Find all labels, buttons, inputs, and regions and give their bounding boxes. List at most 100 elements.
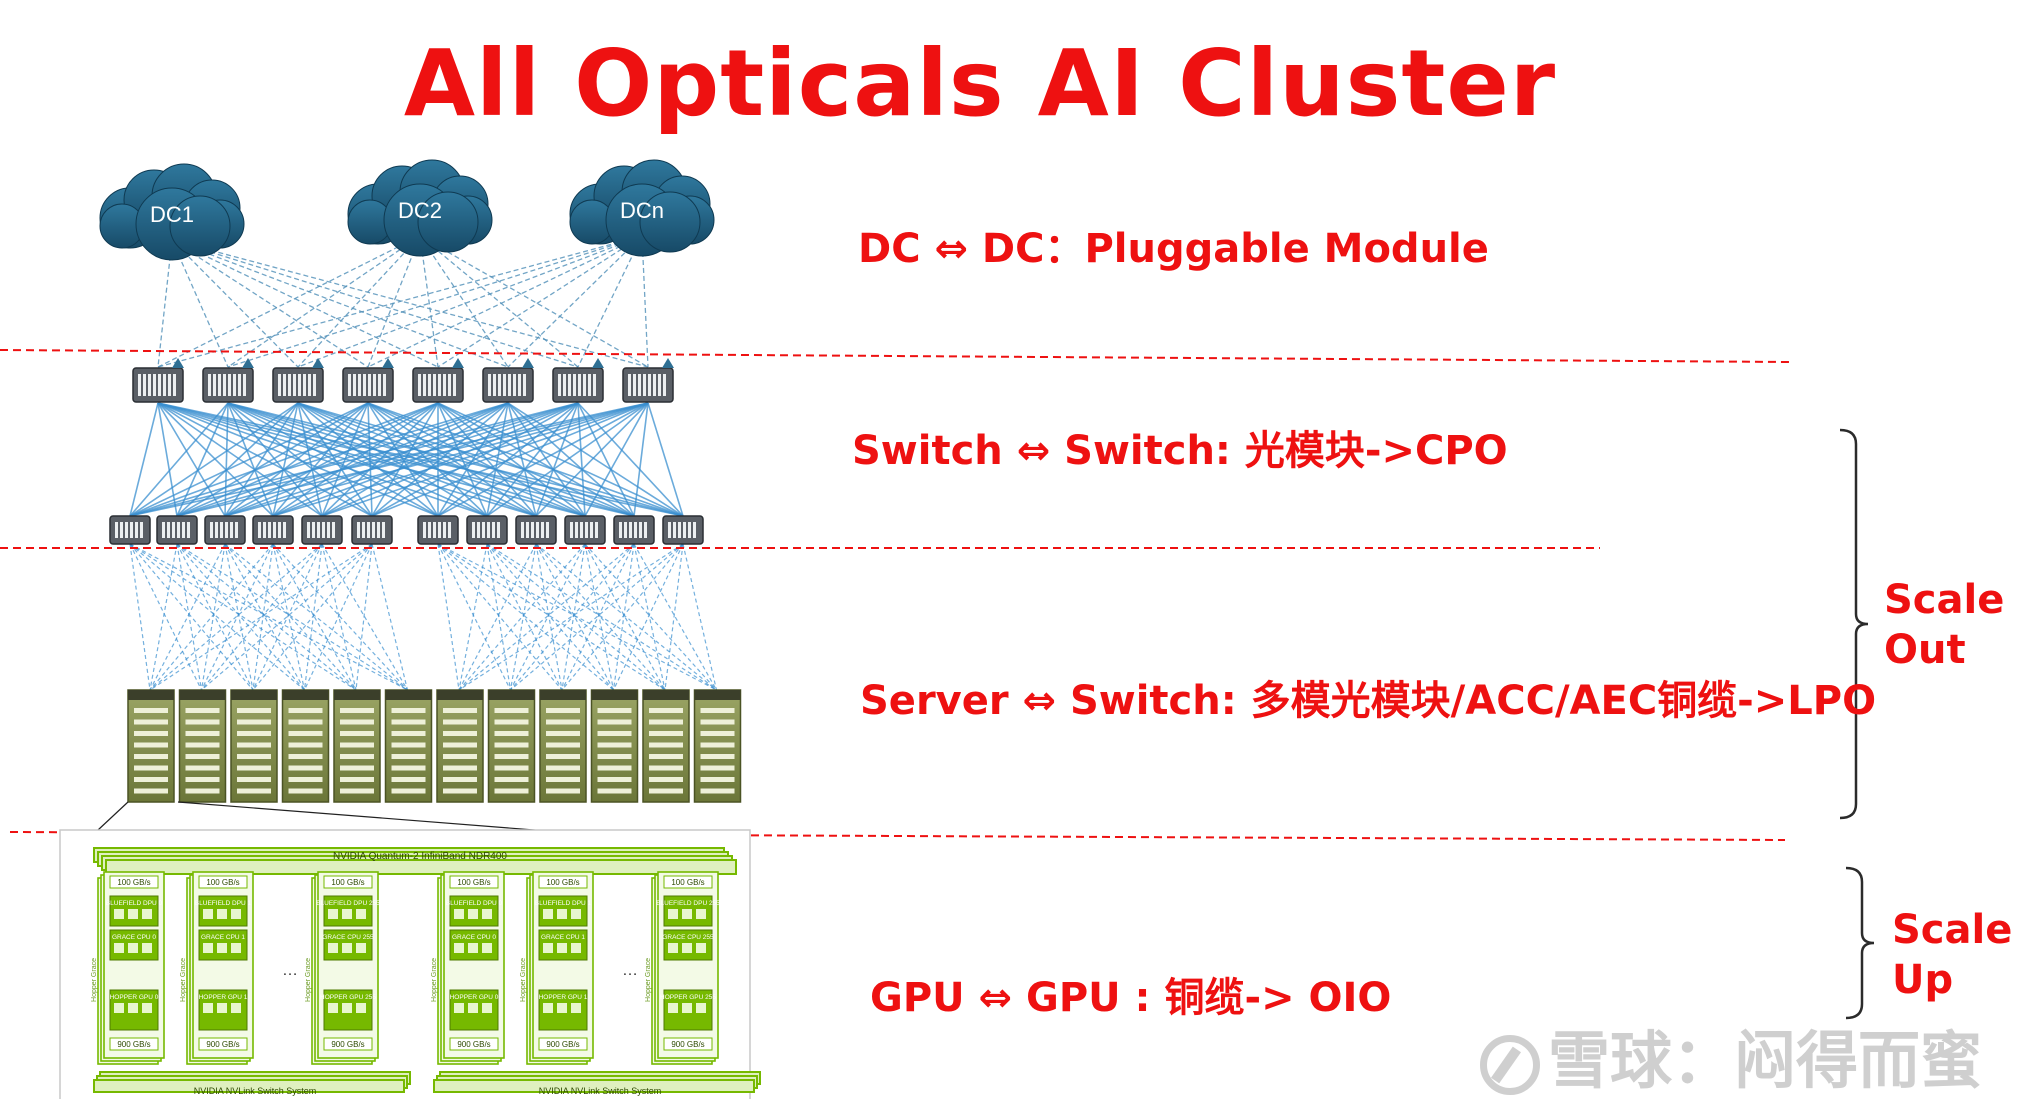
switch-port [580,522,583,538]
leaf-server-link [437,543,460,691]
spine-leaf-link [129,402,299,517]
leaf-server-link [201,543,323,691]
spine-switch-icon [412,367,464,403]
ellipsis: … [622,962,638,979]
leaf-switch-icon [109,515,151,545]
switch-port [372,522,375,538]
chip-cell [142,943,152,953]
spine-leaf-link [437,402,509,517]
switch-port [258,522,261,538]
leaf-server-link [486,543,614,691]
switch-port [583,374,586,396]
ib-header: NVIDIA Quantum-2 InfiniBand NDR400 [333,851,507,862]
leaf-server-link [321,543,357,691]
spine-leaf-link [157,402,178,517]
chip-cell [142,1003,152,1013]
spine-links [129,402,684,517]
rack-slot [185,754,220,759]
chip-cell [356,909,366,919]
leaf-switch-icon [466,515,508,545]
spine-leaf-link [227,402,586,517]
rack-slot [391,765,426,771]
rack-slot [391,708,426,713]
leaf-server-link [535,543,666,691]
rack-slot [597,731,632,736]
rack-top [128,690,174,700]
spine-leaf-link [633,402,649,517]
rack-slot [649,777,683,782]
switch-port [283,522,286,538]
leaf-server-link [510,543,684,691]
bw-box [109,1037,159,1051]
bw-box [663,875,713,889]
rack-slot [700,788,735,794]
leaf-server-link [437,543,512,691]
chip-cell [114,943,124,953]
spine-switch-icon [272,367,324,403]
page-title: All Opticals AI Cluster [403,30,1557,137]
rack-slot [546,788,580,794]
rack-slot [340,788,374,794]
switch-port [167,522,170,538]
switch-port [288,374,291,396]
cloud-label: DCn [620,198,664,223]
chip-cell [571,943,581,953]
chip-cell [571,1003,581,1013]
switch-port [585,522,588,538]
leaf-server-link [224,543,357,691]
leaf-server-link [252,543,373,691]
switch-port [120,522,123,538]
rack-slot [185,731,220,736]
leaf-server-link [486,543,563,691]
chip-cell [668,1003,678,1013]
side-label: Hopper Grace [431,958,438,1002]
switch-port [428,374,431,396]
spine-leaf-link [224,402,509,517]
chip-cell [571,909,581,919]
leaf-server-link [149,543,178,691]
chip-cell [128,943,138,953]
switch-port [526,522,529,538]
rack-slot [134,708,168,713]
switch-port [308,374,311,396]
spine-leaf-link [647,402,684,517]
rack-slot [649,765,683,771]
switch-port [595,522,598,538]
spine-leaf-link [437,402,649,517]
switch-port [225,522,228,538]
bottom-bw: 900 GB/s [331,1040,364,1049]
leaf-server-link [486,543,666,691]
leaf-server-link [458,543,586,691]
leaf-server-link [612,543,635,691]
switch-port [283,374,286,396]
switch-port [312,522,315,538]
switch-port [541,522,544,538]
switch-port [448,374,451,396]
switch-port [588,374,591,396]
rack-slot [185,742,220,748]
rack-slot [494,788,529,794]
switch-port [624,522,627,538]
layer-divider [9,831,1786,841]
chip-cell [468,943,478,953]
rack-slot [340,777,374,782]
gpu-chip-label: HOPPER GPU 1 [199,994,248,1001]
switch-port [273,522,276,538]
cloud-icon: DC2 [347,159,493,257]
spine-switches [132,358,674,403]
switch-port [173,374,176,396]
switch-port [438,522,441,538]
rack-slot [391,754,426,759]
switch-port [503,374,506,396]
rack-slot [649,719,683,725]
rack-slot [340,742,374,748]
switch-to-switch-label: Switch ⇔ Switch: 光模块->CPO [852,428,1508,474]
antenna-icon [172,358,184,368]
switch-port [322,522,325,538]
spine-leaf-link [297,402,323,517]
switch-port [568,374,571,396]
spine-switch-icon [132,367,184,403]
switch-port [373,374,376,396]
switch-port [482,522,485,538]
